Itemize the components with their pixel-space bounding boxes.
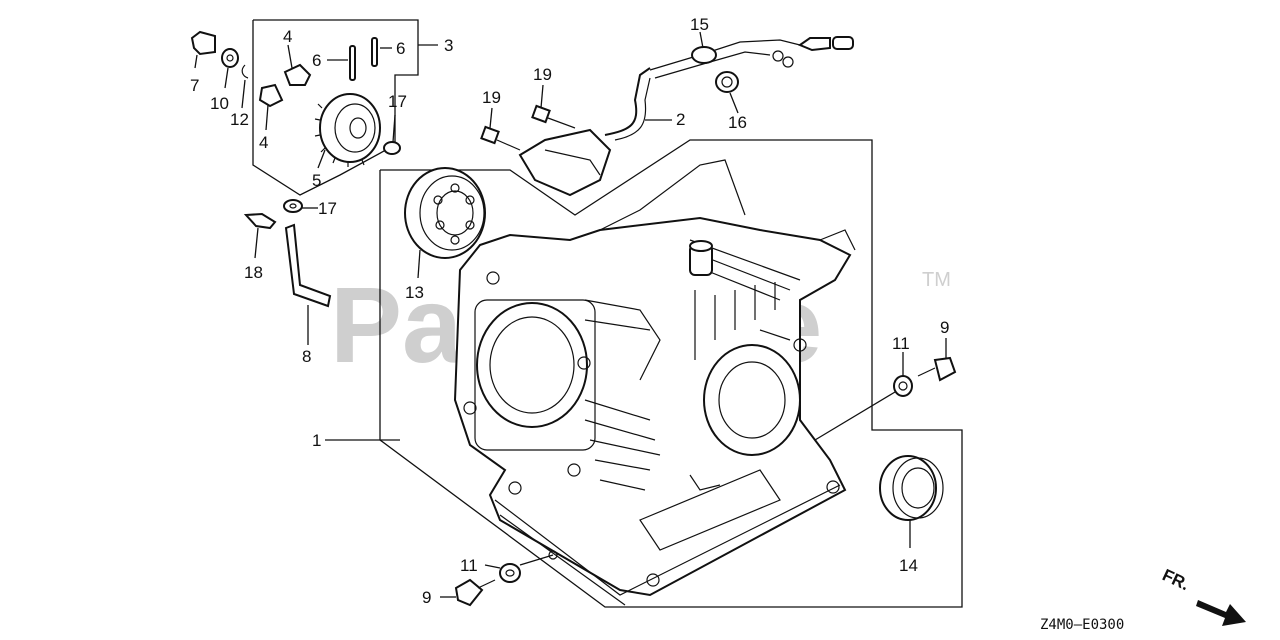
plug-7 xyxy=(190,30,216,56)
watermark-trademark: TM xyxy=(922,269,951,291)
callout-2: 2 xyxy=(676,110,685,129)
callout-10: 10 xyxy=(210,94,229,113)
callout-4b: 4 xyxy=(259,133,268,152)
grommet-16 xyxy=(715,71,739,93)
diagram-code: Z4M0—E0300 xyxy=(1040,617,1124,633)
clip-12 xyxy=(241,64,249,79)
washer-10 xyxy=(221,48,239,68)
washer-17b xyxy=(283,199,303,213)
bolt-19b xyxy=(480,125,521,151)
callout-19a: 19 xyxy=(533,65,552,84)
oil-seal-14 xyxy=(879,455,944,521)
callout-18: 18 xyxy=(244,263,263,282)
callout-15: 15 xyxy=(690,15,709,34)
oil-level-switch-2 xyxy=(518,36,854,197)
washer-11b xyxy=(499,563,521,583)
leader-lines xyxy=(194,31,947,598)
oil-pump-gear-5 xyxy=(314,93,381,167)
oil-pump-part-4a xyxy=(283,63,312,86)
callout-11b: 11 xyxy=(460,556,478,575)
callout-4a: 4 xyxy=(283,27,292,46)
oil-dipper-rod-8 xyxy=(284,223,332,308)
callout-6a: 6 xyxy=(312,51,321,70)
callout-1: 1 xyxy=(312,431,321,450)
callout-6b: 6 xyxy=(396,39,405,58)
callout-labels: 1 2 3 4 4 5 6 6 7 8 9 9 10 11 11 12 13 1… xyxy=(190,15,949,607)
callout-9a: 9 xyxy=(940,318,949,337)
callout-7: 7 xyxy=(190,76,199,95)
crankcase-assembly-frame xyxy=(379,139,963,608)
washer-11a xyxy=(893,375,913,397)
callout-9b: 9 xyxy=(422,588,431,607)
callout-19b: 19 xyxy=(482,88,501,107)
callout-3: 3 xyxy=(444,36,453,55)
callout-17b: 17 xyxy=(318,199,337,218)
pin-6a xyxy=(349,45,356,81)
callout-12: 12 xyxy=(230,110,249,129)
oil-pump-part-4b xyxy=(258,83,284,108)
callout-5: 5 xyxy=(312,171,321,190)
callout-11a: 11 xyxy=(892,334,910,353)
callout-16: 16 xyxy=(728,113,747,132)
bolt-19a xyxy=(531,104,576,129)
callout-17a: 17 xyxy=(388,92,407,111)
callout-8: 8 xyxy=(302,347,311,366)
bearing-13 xyxy=(404,167,486,259)
direction-arrow-icon xyxy=(1196,600,1246,626)
clip-18 xyxy=(243,212,277,230)
washer-17a xyxy=(383,141,401,155)
crankcase-body xyxy=(453,159,856,606)
callout-14: 14 xyxy=(899,556,918,575)
callout-13: 13 xyxy=(405,283,424,302)
bolt-9b xyxy=(454,578,496,607)
front-direction-indicator: FR. xyxy=(1159,565,1246,626)
pin-6b xyxy=(371,37,378,67)
direction-label: FR. xyxy=(1159,565,1192,594)
bolt-9a xyxy=(917,356,957,382)
